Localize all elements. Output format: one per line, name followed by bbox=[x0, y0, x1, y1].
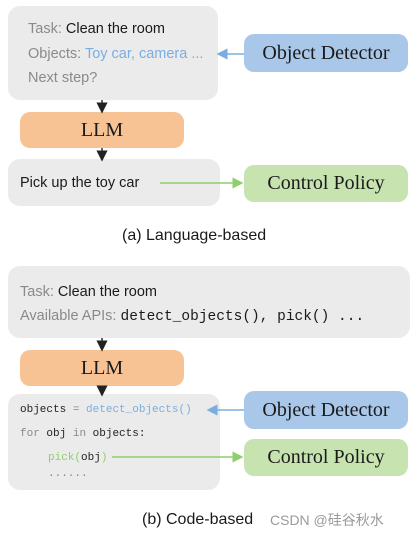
watermark-text: CSDN @硅谷秋水 bbox=[270, 512, 384, 528]
task-value-b: Clean the room bbox=[57, 284, 158, 300]
code-output-box: objects = detect_objects() for obj in ob… bbox=[8, 394, 220, 490]
code-line-3: pick(obj) bbox=[48, 452, 107, 464]
code-in: in bbox=[72, 428, 87, 440]
objects-line: Objects: Toy car, camera ... bbox=[28, 46, 203, 62]
task-value: Clean the room bbox=[65, 21, 166, 37]
task-line-b: Task: Clean the room bbox=[20, 284, 157, 300]
apis-label: Available APIs: bbox=[20, 308, 117, 324]
output-text: Pick up the toy car bbox=[20, 175, 140, 191]
apis-line: Available APIs: detect_objects(), pick()… bbox=[20, 308, 364, 325]
apis-value: detect_objects(), pick() ... bbox=[120, 309, 365, 325]
caption-b: (b) Code-based bbox=[142, 511, 254, 528]
object-detector-label-b: Object Detector bbox=[262, 398, 390, 421]
code-obj: obj bbox=[46, 428, 67, 440]
caption-a: (a) Language-based bbox=[122, 227, 267, 244]
object-detector-box-b: Object Detector bbox=[244, 391, 408, 429]
llm-box-b: LLM bbox=[20, 350, 184, 386]
code-line-2: for obj in objects: bbox=[20, 428, 145, 440]
code-objects: objects: bbox=[92, 428, 146, 440]
object-detector-label-a: Object Detector bbox=[262, 41, 390, 64]
task-label-b: Task: bbox=[20, 284, 54, 300]
llm-box-a: LLM bbox=[20, 112, 184, 148]
language-prompt-box: Task: Clean the room Objects: Toy car, c… bbox=[8, 6, 218, 100]
objects-label: Objects: bbox=[28, 46, 82, 62]
control-policy-label-a: Control Policy bbox=[267, 172, 385, 194]
code-for: for bbox=[20, 428, 40, 440]
task-line: Task: Clean the room bbox=[28, 21, 165, 37]
code-line-1: objects = detect_objects() bbox=[20, 404, 192, 416]
code-detect-call: detect_objects() bbox=[86, 404, 192, 416]
control-policy-box-b: Control Policy bbox=[244, 439, 408, 476]
object-detector-box-a: Object Detector bbox=[244, 34, 408, 72]
control-policy-box-a: Control Policy bbox=[244, 165, 408, 202]
language-output-box: Pick up the toy car bbox=[8, 159, 220, 206]
next-step-text: Next step? bbox=[28, 70, 98, 86]
code-prompt-box: Task: Clean the room Available APIs: det… bbox=[8, 266, 410, 338]
control-policy-label-b: Control Policy bbox=[267, 446, 385, 468]
task-label: Task: bbox=[28, 21, 62, 37]
objects-value: Toy car, camera ... bbox=[84, 46, 204, 62]
llm-label-a: LLM bbox=[80, 118, 124, 141]
llm-label-b: LLM bbox=[80, 356, 124, 379]
code-pick-call: pick( bbox=[48, 452, 82, 464]
code-line-4: ...... bbox=[48, 468, 88, 480]
code-pick-close: ) bbox=[100, 452, 108, 464]
code-pick-arg: obj bbox=[81, 452, 101, 464]
code-var-objects: objects bbox=[20, 404, 67, 416]
code-equals: = bbox=[72, 404, 80, 416]
